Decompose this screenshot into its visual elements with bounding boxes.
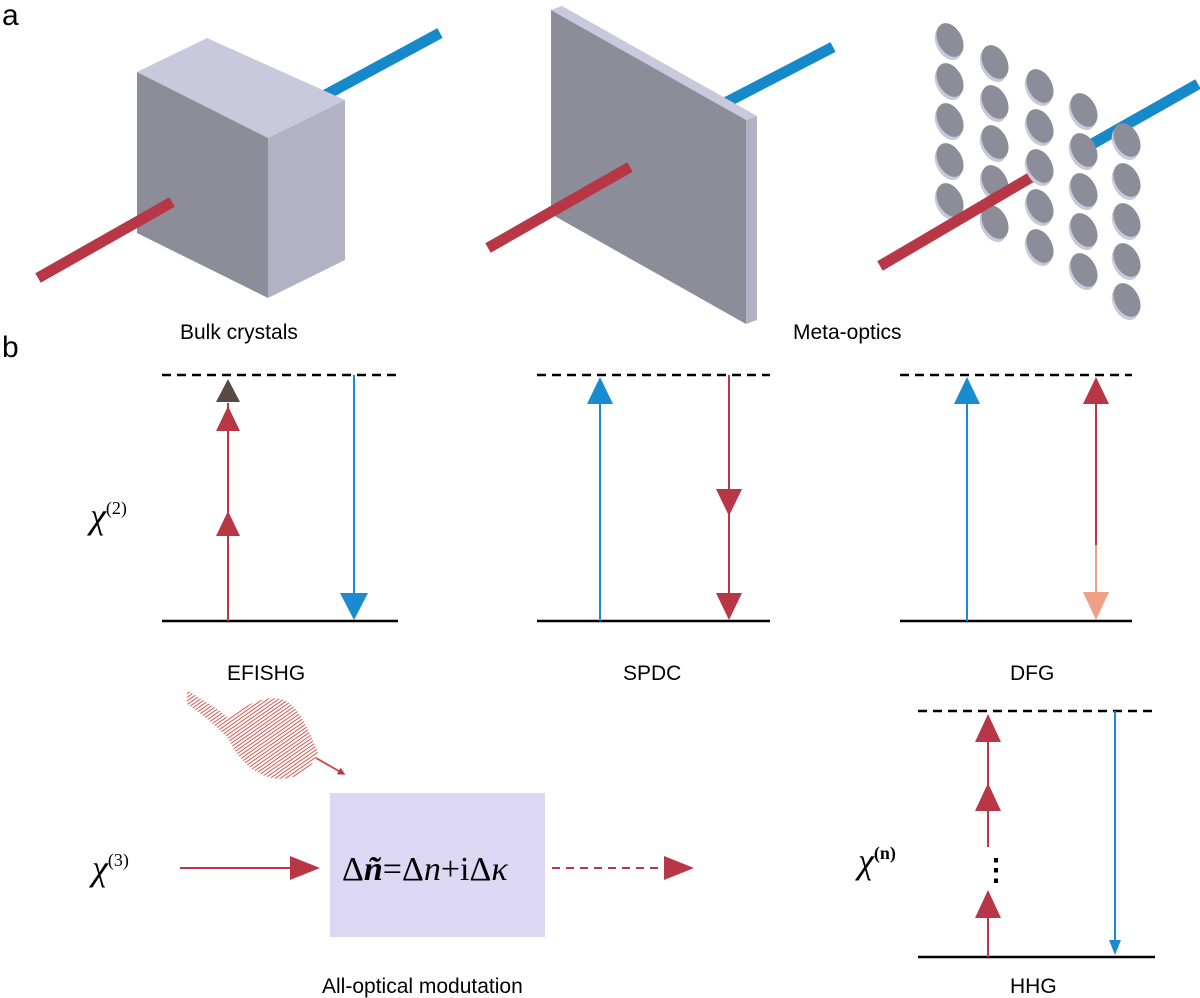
red-beam-in	[485, 162, 633, 253]
crystal-top-face	[137, 38, 345, 138]
film-top-edge	[551, 6, 757, 120]
pump-arrowhead-1	[216, 511, 240, 536]
blue-beam-out	[1075, 79, 1200, 157]
pump-arrowhead-2	[216, 406, 240, 431]
caption-dfg: DFG	[1010, 662, 1054, 685]
pulse-envelope	[187, 690, 318, 779]
modulator-box	[330, 793, 545, 937]
efishg-energy-diagram	[162, 373, 398, 623]
pump-arrowhead-bottom	[975, 890, 1001, 918]
meta-atom	[1024, 149, 1054, 187]
meta-atom	[1024, 229, 1054, 267]
caption-hhg: HHG	[1010, 975, 1057, 998]
metasurface-illustration	[877, 23, 1200, 321]
meta-atom	[979, 85, 1009, 123]
pulse-arrow	[315, 757, 346, 775]
meta-atom	[1024, 109, 1054, 147]
red-beam-in	[35, 197, 175, 283]
meta-atom	[1068, 253, 1098, 291]
chi3-label: χ(3)	[89, 848, 129, 888]
meta-atom	[1111, 163, 1141, 201]
caption-bulk-crystals: Bulk crystals	[180, 321, 298, 344]
meta-atom	[1068, 213, 1098, 251]
signal-arrowhead	[716, 489, 742, 516]
caption-meta-optics: Meta-optics	[793, 321, 902, 344]
thin-film-illustration	[485, 6, 836, 324]
meta-atom	[934, 23, 964, 61]
crystal-side-face	[268, 100, 345, 298]
pump-arrowhead	[954, 377, 980, 404]
blue-beam-out	[722, 42, 836, 108]
meta-atom	[1068, 133, 1098, 171]
ellipsis: ⋮	[981, 854, 1011, 887]
caption-efishg: EFISHG	[227, 662, 305, 685]
pump-arrowhead-mid	[975, 783, 1001, 811]
meta-atom	[934, 183, 964, 221]
panel-label-a: a	[2, 0, 19, 32]
input-probe-arrow	[180, 856, 320, 880]
meta-atom	[1111, 123, 1141, 161]
meta-atom	[934, 103, 964, 141]
idler-arrowhead	[1083, 592, 1109, 620]
blue-beam-out	[317, 28, 443, 103]
meta-atom	[934, 143, 964, 181]
meta-atom	[1068, 93, 1098, 131]
chin-label: χ(n)	[855, 841, 896, 881]
hhg-energy-diagram: ⋮	[918, 709, 1155, 959]
meta-atom	[1068, 173, 1098, 211]
panel-label-b: b	[2, 331, 19, 364]
crystal-front-face	[137, 72, 268, 298]
modulated-output-arrow	[552, 856, 694, 880]
harmonic-arrowhead	[1109, 940, 1121, 955]
red-beam-in	[877, 167, 1043, 271]
signal-arrowhead	[1083, 377, 1109, 404]
caption-spdc: SPDC	[623, 662, 681, 685]
caption-all-optical-modulation: All-optical modutation	[322, 975, 523, 998]
chi2-label: χ(2)	[87, 496, 127, 536]
dfg-energy-diagram	[900, 373, 1132, 623]
film-front-face	[551, 10, 746, 324]
meta-atom	[1024, 69, 1054, 107]
pump-arrowhead	[587, 377, 613, 404]
meta-atom	[1111, 203, 1141, 241]
spdc-energy-diagram	[537, 373, 770, 623]
pump-arrowhead-top	[975, 714, 1001, 742]
meta-atom	[1111, 283, 1141, 321]
meta-atom	[1111, 243, 1141, 281]
meta-atom	[934, 63, 964, 101]
meta-atom	[979, 205, 1009, 243]
meta-atom	[1024, 189, 1054, 227]
idler-arrowhead	[716, 593, 742, 620]
control-pulse	[187, 690, 346, 779]
refractive-index-formula: Δñ=Δn+iΔκ	[342, 851, 508, 888]
meta-atom	[979, 125, 1009, 163]
film-side-edge	[746, 116, 757, 324]
bulk-crystal-illustration	[35, 28, 443, 298]
pump-arrowhead-3	[216, 379, 240, 402]
meta-atom	[979, 45, 1009, 83]
harmonic-arrowhead	[340, 593, 368, 620]
